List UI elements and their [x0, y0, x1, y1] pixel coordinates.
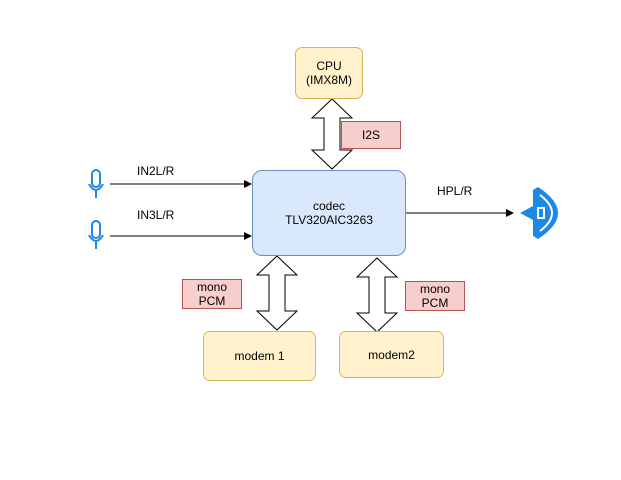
pcm-right-line1: mono [419, 282, 451, 296]
pcm-left-line2: PCM [198, 294, 226, 308]
pcm-right-line2: PCM [421, 296, 449, 310]
cpu-model-label: (IMX8M) [306, 73, 352, 87]
codec-model-label: TLV320AIC3263 [285, 213, 373, 227]
i2s-tag: I2S [341, 121, 401, 149]
modem2-node: modem2 [339, 331, 444, 378]
modem1-label: modem 1 [234, 349, 285, 363]
in2-label: IN2L/R [137, 164, 175, 178]
speaker-icon [520, 187, 558, 239]
pcm-tag-right: mono PCM [405, 281, 465, 311]
cpu-codec-double-arrow [310, 98, 354, 170]
modem1-node: modem 1 [203, 331, 316, 381]
cpu-label: CPU [316, 59, 342, 73]
pcm-tag-left: mono PCM [182, 279, 242, 309]
codec-modem2-double-arrow [355, 257, 399, 333]
cpu-node: CPU (IMX8M) [295, 47, 363, 99]
codec-label: codec [312, 199, 346, 213]
microphone-icon [88, 220, 104, 249]
codec-node: codec TLV320AIC3263 [252, 170, 406, 256]
i2s-label: I2S [361, 128, 380, 142]
hpl-label: HPL/R [437, 184, 473, 198]
pcm-left-line1: mono [196, 280, 228, 294]
in3-label: IN3L/R [137, 208, 175, 222]
modem2-label: modem2 [368, 347, 415, 362]
codec-modem1-double-arrow [255, 255, 299, 331]
microphone-icon [88, 169, 104, 198]
